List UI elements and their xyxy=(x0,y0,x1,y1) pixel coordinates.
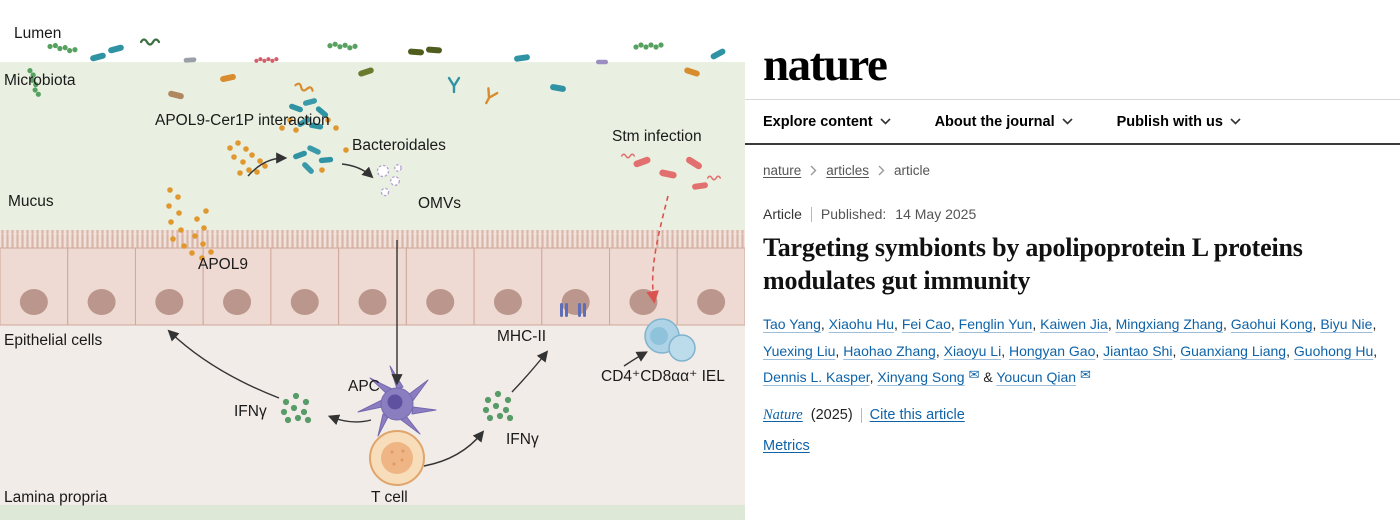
nav-label: Publish with us xyxy=(1116,113,1223,130)
article-title: Targeting symbionts by apolipoprotein L … xyxy=(763,233,1303,295)
chevron-down-icon xyxy=(880,118,891,125)
mucus-region xyxy=(0,62,745,230)
email-icon[interactable]: ✉ xyxy=(968,367,980,383)
article-content: nature articles article Article Publishe… xyxy=(745,163,1400,455)
cell-nucleus xyxy=(697,289,726,315)
label-ifng-right: IFNγ xyxy=(506,431,539,448)
nav-publish-with-us[interactable]: Publish with us xyxy=(1117,114,1241,130)
label-bacteroidales: Bacteroidales xyxy=(352,137,446,154)
label-stm-infection: Stm infection xyxy=(612,128,702,145)
cell-nucleus xyxy=(290,289,319,315)
label-apc: APC xyxy=(348,378,380,395)
email-icon[interactable]: ✉ xyxy=(1080,367,1091,383)
gut-immunity-figure: Lumen Microbiota Mucus Epithelial cells … xyxy=(0,0,745,520)
cell-nucleus xyxy=(19,289,48,315)
nature-logo[interactable]: nature xyxy=(763,39,888,91)
author-link[interactable]: Kaiwen Jia xyxy=(1040,316,1108,332)
cell-nucleus xyxy=(426,289,455,315)
cell-nucleus xyxy=(561,289,590,315)
ifng-dots-left xyxy=(280,392,312,424)
author-ampersand: & xyxy=(979,369,997,386)
author-link[interactable]: Hongyan Gao xyxy=(1008,342,1096,359)
author-link[interactable]: Yuexing Liu xyxy=(763,342,836,359)
mhc2-icon xyxy=(560,303,586,317)
cell-nucleus xyxy=(629,289,658,315)
nav-explore-content[interactable]: Explore content xyxy=(763,114,891,130)
label-apol9-cer1p: APOL9-Cer1P interaction xyxy=(155,112,330,129)
published-label: Published: xyxy=(820,206,887,222)
metrics-link[interactable]: Metrics xyxy=(763,437,810,454)
author-link[interactable]: Xinyang Song xyxy=(877,369,965,386)
ifng-dots-right xyxy=(482,390,514,422)
author-link[interactable]: Xiaoyu Li xyxy=(943,342,1002,359)
citation-row: Nature (2025) Cite this article xyxy=(763,407,1392,424)
citation-divider xyxy=(860,407,862,423)
author-list: Tao Yang, Xiaohu Hu, Fei Cao, Fenglin Yu… xyxy=(763,316,1378,386)
meta-divider xyxy=(810,206,812,222)
label-lamina-propria: Lamina propria xyxy=(4,489,108,506)
published-date: 14 May 2025 xyxy=(895,206,977,222)
lumen-region xyxy=(0,0,745,62)
pathway-arrows xyxy=(167,152,648,467)
label-tcell: T cell xyxy=(371,489,408,506)
bottom-band xyxy=(0,505,745,520)
label-mucus: Mucus xyxy=(8,193,54,210)
author-link[interactable]: Guohong Hu xyxy=(1293,342,1374,359)
author-link[interactable]: Fenglin Yun xyxy=(958,316,1033,332)
figure-labels: Lumen Microbiota Mucus Epithelial cells … xyxy=(4,25,725,506)
label-lumen: Lumen xyxy=(14,25,61,42)
lamina-propria-region xyxy=(0,325,745,505)
cell-nucleus xyxy=(223,289,252,315)
brush-border xyxy=(0,230,745,248)
nature-article-panel: nature Explore content About the journal… xyxy=(745,0,1400,520)
author-link[interactable]: Guanxiang Liang xyxy=(1180,342,1287,359)
nav-divider xyxy=(745,143,1400,145)
breadcrumb-articles[interactable]: articles xyxy=(826,163,870,178)
iel-cells xyxy=(644,318,696,362)
chevron-right-icon xyxy=(810,165,817,176)
article-type: Article xyxy=(763,206,802,222)
cell-nucleus xyxy=(493,289,522,315)
journal-name-link[interactable]: Nature xyxy=(763,406,803,423)
label-iel: CD4⁺CD8αα⁺ IEL xyxy=(601,368,725,385)
chevron-down-icon xyxy=(1062,118,1073,125)
label-ifng-left: IFNγ xyxy=(234,403,267,420)
nav-label: Explore content xyxy=(763,113,873,130)
label-omvs: OMVs xyxy=(418,195,461,212)
cell-nucleus xyxy=(155,289,184,315)
chevron-down-icon xyxy=(1230,118,1241,125)
author-link[interactable]: Fei Cao xyxy=(901,316,951,332)
omv-vesicles xyxy=(376,164,402,197)
apol9-dots xyxy=(166,117,349,261)
nav-label: About the journal xyxy=(934,113,1055,130)
author-link[interactable]: Biyu Nie xyxy=(1320,316,1373,332)
cite-article-link[interactable]: Cite this article xyxy=(869,407,965,424)
article-meta: Article Published: 14 May 2025 xyxy=(763,206,1392,222)
journal-nav: Explore content About the journal Publis… xyxy=(745,100,1400,143)
t-cell xyxy=(369,430,425,486)
author-link[interactable]: Haohao Zhang xyxy=(843,342,936,359)
author-link[interactable]: Youcun Qian xyxy=(996,369,1077,386)
breadcrumb-article: article xyxy=(894,163,931,178)
nav-about-the-journal[interactable]: About the journal xyxy=(935,114,1073,130)
cell-nucleus xyxy=(358,289,387,315)
author-link[interactable]: Gaohui Kong xyxy=(1230,316,1313,332)
author-link[interactable]: Dennis L. Kasper xyxy=(763,369,870,386)
label-mhc2: MHC-II xyxy=(497,328,546,345)
author-link[interactable]: Tao Yang xyxy=(763,316,821,332)
chevron-right-icon xyxy=(878,165,885,176)
label-microbiota: Microbiota xyxy=(4,72,76,89)
breadcrumb: nature articles article xyxy=(763,163,1392,178)
epithelial-cell-row xyxy=(0,247,745,326)
label-epithelial-cells: Epithelial cells xyxy=(4,332,102,349)
label-apol9: APOL9 xyxy=(198,256,248,273)
author-link[interactable]: Xiaohu Hu xyxy=(828,316,895,332)
citation-year: (2025) xyxy=(810,407,853,424)
cell-nucleus xyxy=(87,289,116,315)
author-link[interactable]: Jiantao Shi xyxy=(1103,342,1173,359)
stm-infection-arrow xyxy=(646,195,669,304)
breadcrumb-nature[interactable]: nature xyxy=(763,163,802,178)
author-link[interactable]: Mingxiang Zhang xyxy=(1115,316,1224,332)
header-divider xyxy=(745,99,1400,100)
